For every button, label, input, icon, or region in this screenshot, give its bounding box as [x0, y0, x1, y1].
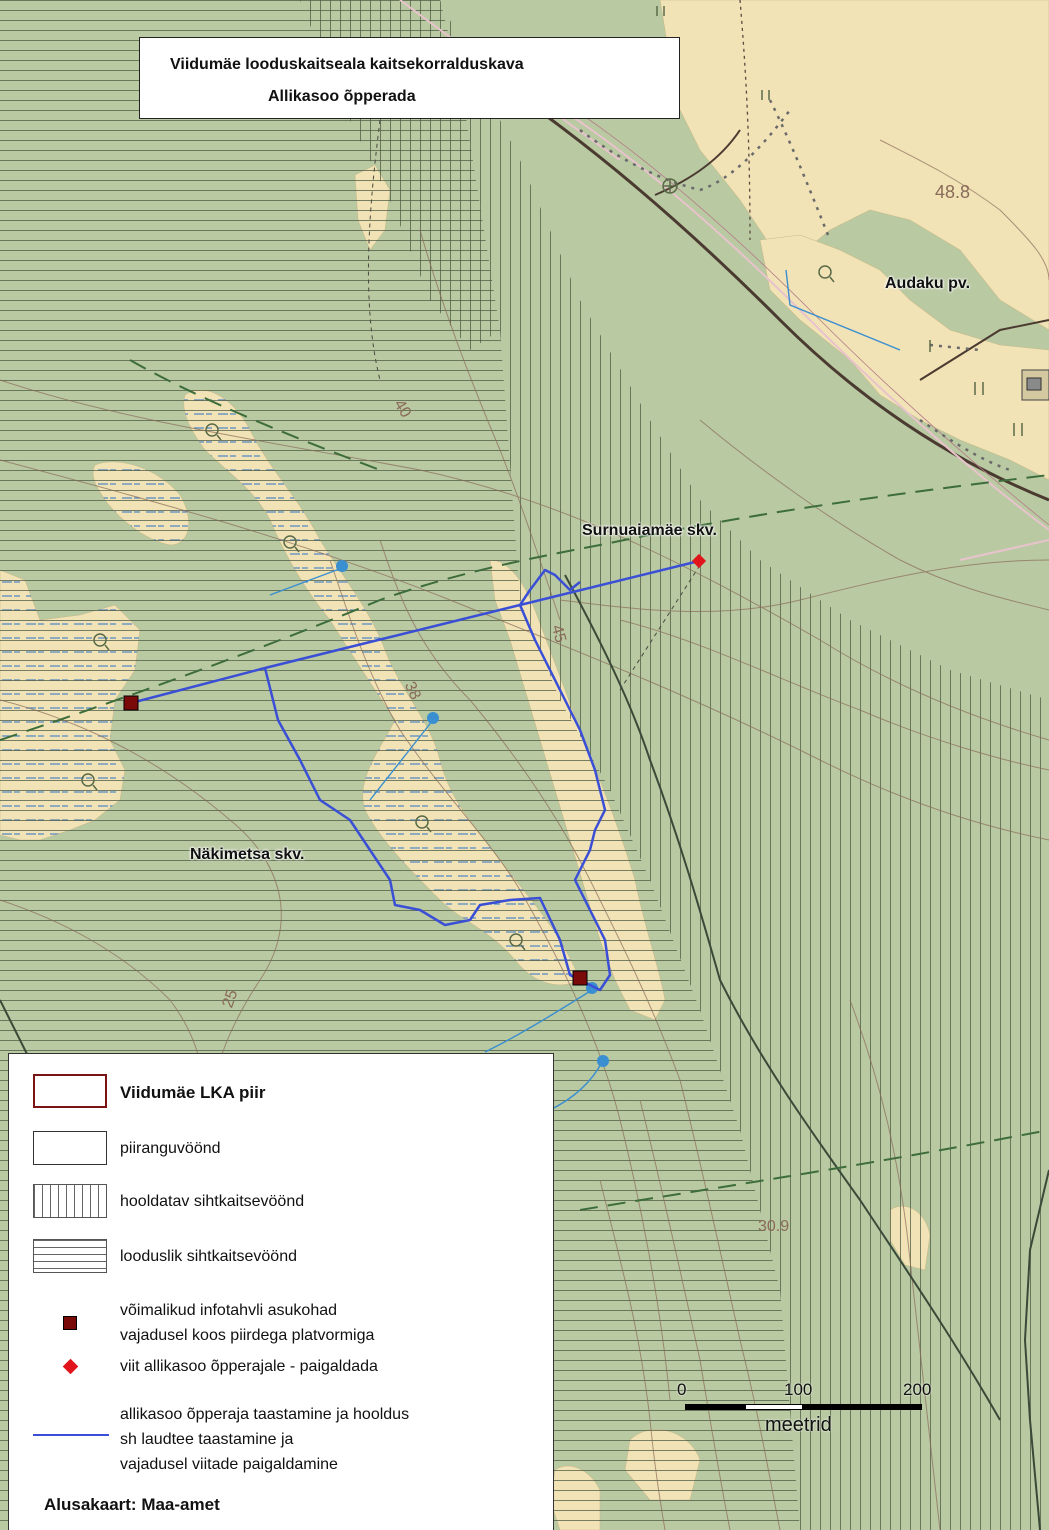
- streams: [269, 269, 901, 1111]
- legend-label-trail: allikasoo õpperaja taastamine ja hooldus…: [120, 1402, 409, 1477]
- infoboard-marker-south: [572, 970, 588, 986]
- scale-unit: meetrid: [765, 1414, 832, 1436]
- infoboard-marker-west: [123, 695, 139, 711]
- legend-label-infoboard: võimalikud infotahvli asukohad vajadusel…: [120, 1298, 374, 1348]
- label-surnuaiamae: Surnuaiamäe skv.: [582, 522, 717, 539]
- dashed-paths: [0, 359, 1049, 1211]
- scale-tick-200: 200: [903, 1380, 932, 1399]
- swatch-lka-boundary: [33, 1074, 107, 1108]
- signpost-symbol: [62, 1358, 79, 1375]
- map-title-box: Viidumäe looduskaitseala kaitsekorraldus…: [139, 37, 680, 119]
- zone-border-triangles: [579, 99, 1011, 472]
- legend-infoboard-line-2: vajadusel koos piirdega platvormiga: [120, 1327, 375, 1344]
- legend-infoboard-line-1: võimalikud infotahvli asukohad: [120, 1302, 338, 1319]
- legend-label-managed-zone: hooldatav sihtkaitsevöönd: [120, 1193, 305, 1210]
- infoboard-symbol: [63, 1316, 77, 1330]
- managed-zone-hatch: [440, 0, 1049, 1530]
- trail-route: [130, 559, 700, 992]
- legend-trail-line-1: allikasoo õpperaja taastamine ja hooldus: [120, 1406, 410, 1423]
- scale-segment-1: [685, 1404, 745, 1410]
- scale-bar: 0 100 200 meetrid: [660, 1376, 950, 1446]
- legend-trail-line-2: sh laudtee taastamine ja: [120, 1431, 294, 1448]
- signpost-marker: [691, 553, 707, 569]
- contour-lines: [0, 139, 1049, 1530]
- dotted-paths: [367, 119, 701, 691]
- swatch-managed-zone: [33, 1184, 107, 1218]
- swatch-restricted-zone: [33, 1131, 107, 1165]
- legend-label-lka-boundary: Viidumäe LKA piir: [120, 1083, 266, 1102]
- trail-line-symbol: [33, 1434, 109, 1436]
- label-audaku: Audaku pv.: [885, 275, 971, 292]
- scale-segment-2: [745, 1404, 803, 1410]
- legend-label-restricted-zone: piiranguvöönd: [120, 1140, 221, 1157]
- legend-label-natural-zone: looduslik sihtkaitsevöönd: [120, 1248, 297, 1265]
- map-subtitle: Allikasoo õpperada: [268, 88, 416, 105]
- label-nakimetsa: Näkimetsa skv.: [190, 846, 305, 863]
- contour-label-30-9: 30.9: [758, 1218, 790, 1235]
- map-source-credit: Alusakaart: Maa-amet: [44, 1495, 220, 1514]
- legend-panel: Viidumäe LKA piir piiranguvöönd hooldata…: [8, 1053, 554, 1530]
- scale-tick-100: 100: [784, 1380, 813, 1399]
- swatch-natural-zone: [33, 1239, 107, 1273]
- building-symbol: [1021, 369, 1049, 401]
- roads: [399, 0, 1049, 561]
- scale-segment-3: [803, 1404, 922, 1410]
- vegetation-symbols: [81, 6, 1023, 951]
- legend-label-signpost: viit allikasoo õpperajale - paigaldada: [120, 1358, 378, 1375]
- scale-tick-0: 0: [677, 1380, 687, 1399]
- legend-trail-line-3: vajadusel viitade paigaldamine: [120, 1456, 338, 1473]
- map-title: Viidumäe looduskaitseala kaitsekorraldus…: [170, 56, 524, 73]
- contour-label-48-8: 48.8: [935, 182, 971, 202]
